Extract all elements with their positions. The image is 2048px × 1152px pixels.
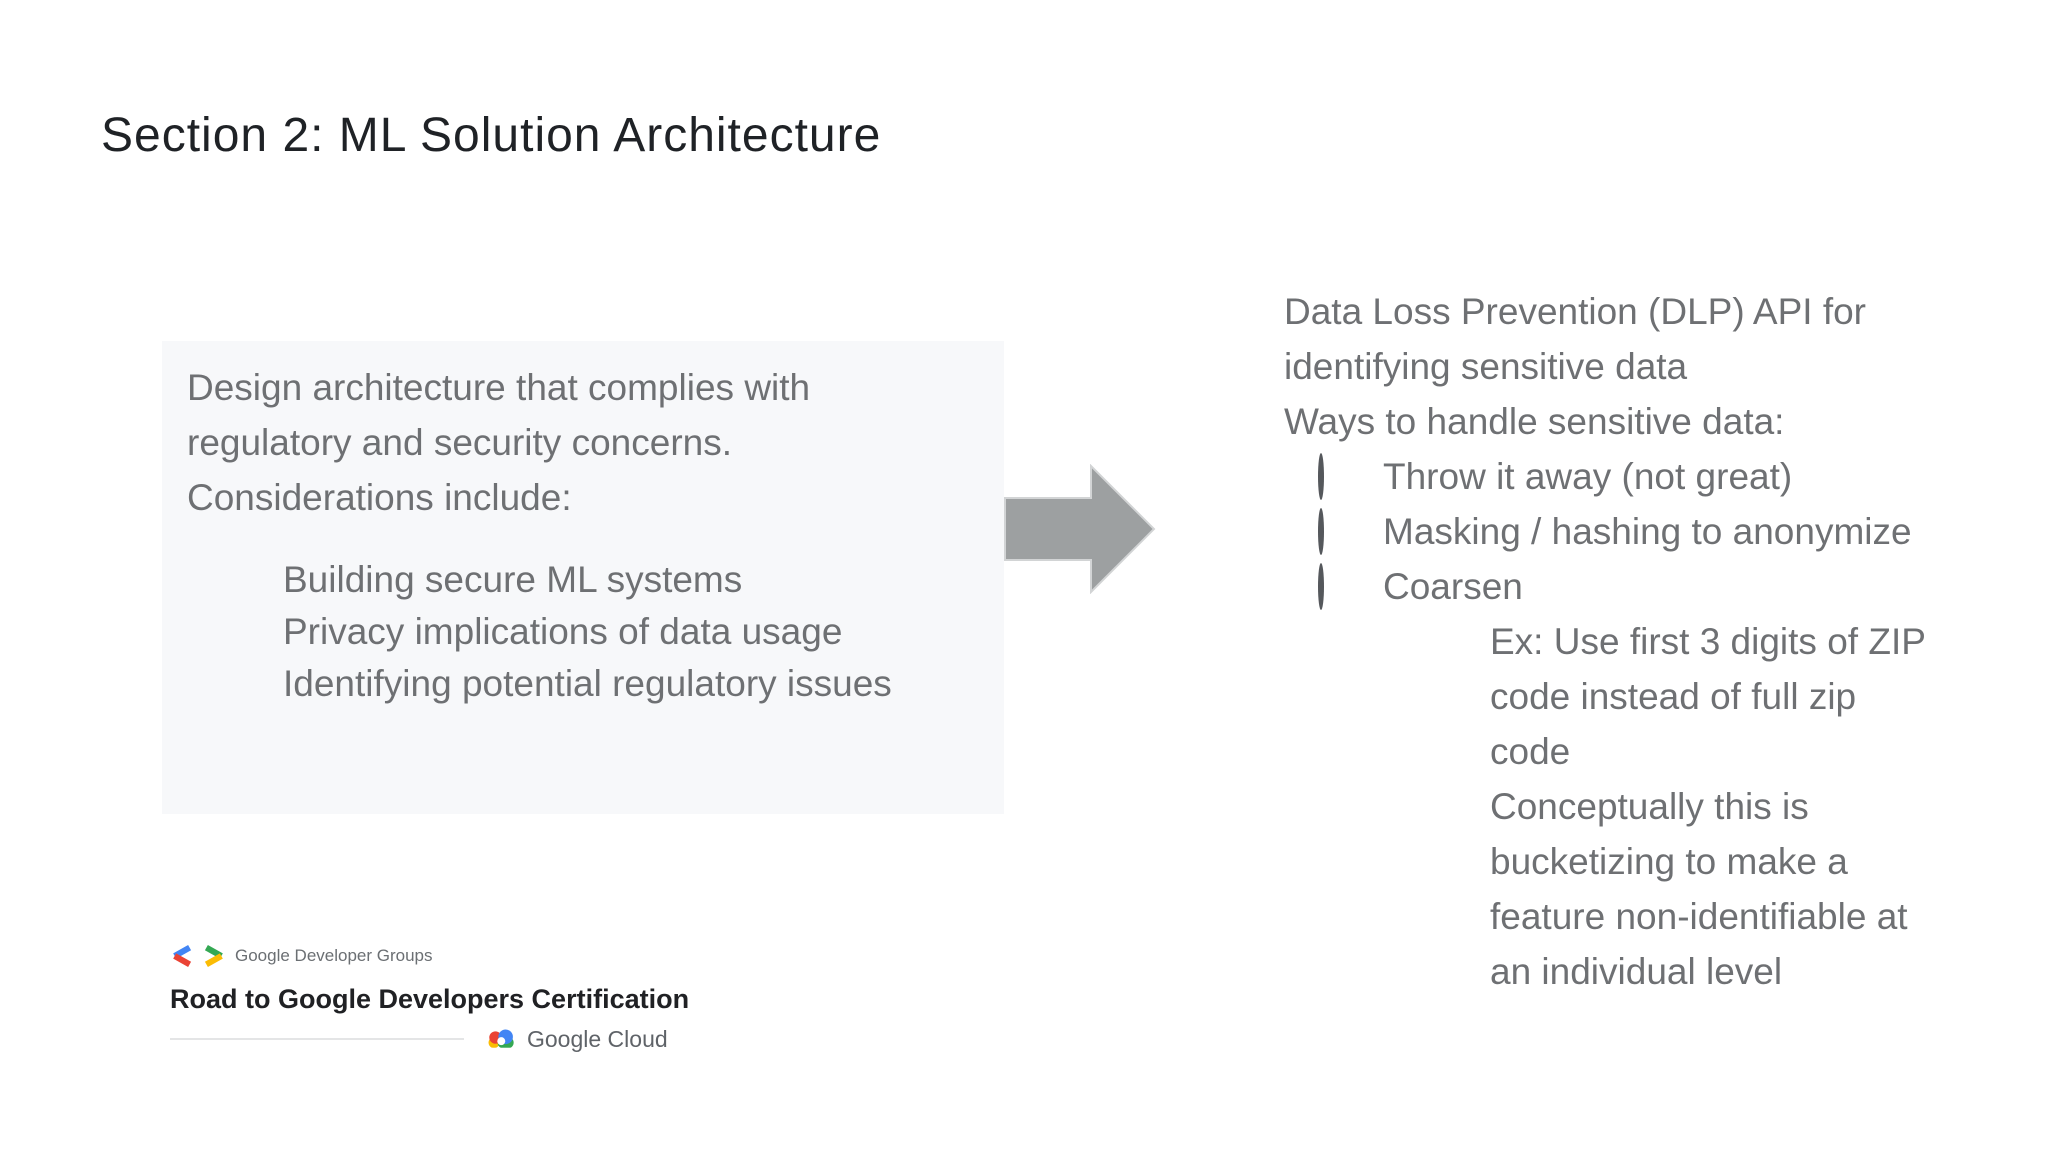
- list-item: Data Loss Prevention (DLP) API for ident…: [1217, 284, 2017, 394]
- hollow-circle-icon: [1318, 453, 1324, 500]
- list-item: Building secure ML systems: [162, 554, 1004, 606]
- block-arrow-right-icon: [1004, 464, 1156, 594]
- list-item-text: Conceptually this is bucketizing to make…: [1490, 786, 1908, 992]
- list-item-text: Masking / hashing to anonymize: [1383, 511, 1912, 552]
- list-item-text: Identifying potential regulatory issues: [283, 663, 892, 704]
- hollow-circle-icon: [1318, 508, 1324, 555]
- list-item: Privacy implications of data usage: [162, 606, 1004, 658]
- list-item-text: Throw it away (not great): [1383, 456, 1793, 497]
- right-bullet-list: Data Loss Prevention (DLP) API for ident…: [1217, 284, 2017, 999]
- list-item-text: Data Loss Prevention (DLP) API for ident…: [1284, 291, 1866, 387]
- divider-line: [170, 1038, 464, 1040]
- info-box: Design architecture that complies with r…: [162, 341, 1004, 814]
- code-brackets-icon: [173, 944, 223, 968]
- google-cloud-label: Google Cloud: [527, 1025, 668, 1052]
- google-cloud-icon: [486, 1029, 518, 1050]
- hollow-circle-icon: [1318, 563, 1324, 610]
- footer-logo-block: Google Developer Groups Road to Google D…: [170, 941, 730, 1054]
- list-item-text: Ex: Use first 3 digits of ZIP code inste…: [1490, 621, 1926, 772]
- program-title: Road to Google Developers Certification: [170, 984, 690, 1014]
- list-item-text: Building secure ML systems: [283, 559, 743, 600]
- bullet-marker: [1318, 504, 1383, 559]
- list-item-text: Privacy implications of data usage: [283, 611, 843, 652]
- list-item: Masking / hashing to anonymize: [1217, 504, 2017, 559]
- info-bullet-list: Building secure ML systems Privacy impli…: [162, 554, 1004, 710]
- list-item: Identifying potential regulatory issues: [162, 658, 1004, 710]
- list-item-text: Ways to handle sensitive data:: [1284, 401, 1785, 442]
- list-item: Conceptually this is bucketizing to make…: [1217, 779, 2017, 999]
- list-item: Coarsen: [1217, 559, 2017, 614]
- gdg-label: Google Developer Groups: [235, 946, 433, 965]
- list-item: Ways to handle sensitive data:: [1217, 394, 2017, 449]
- bullet-marker: [1318, 449, 1383, 504]
- list-item: Throw it away (not great): [1217, 449, 2017, 504]
- info-paragraph: Design architecture that complies with r…: [187, 367, 811, 518]
- bullet-marker: [1318, 559, 1383, 614]
- page-title: Section 2: ML Solution Architecture: [101, 109, 882, 162]
- gdg-row: Google Developer Groups: [170, 941, 730, 971]
- cloud-row: Google Cloud: [170, 1024, 730, 1054]
- list-item: Ex: Use first 3 digits of ZIP code inste…: [1217, 614, 2017, 779]
- list-item-text: Coarsen: [1383, 566, 1523, 607]
